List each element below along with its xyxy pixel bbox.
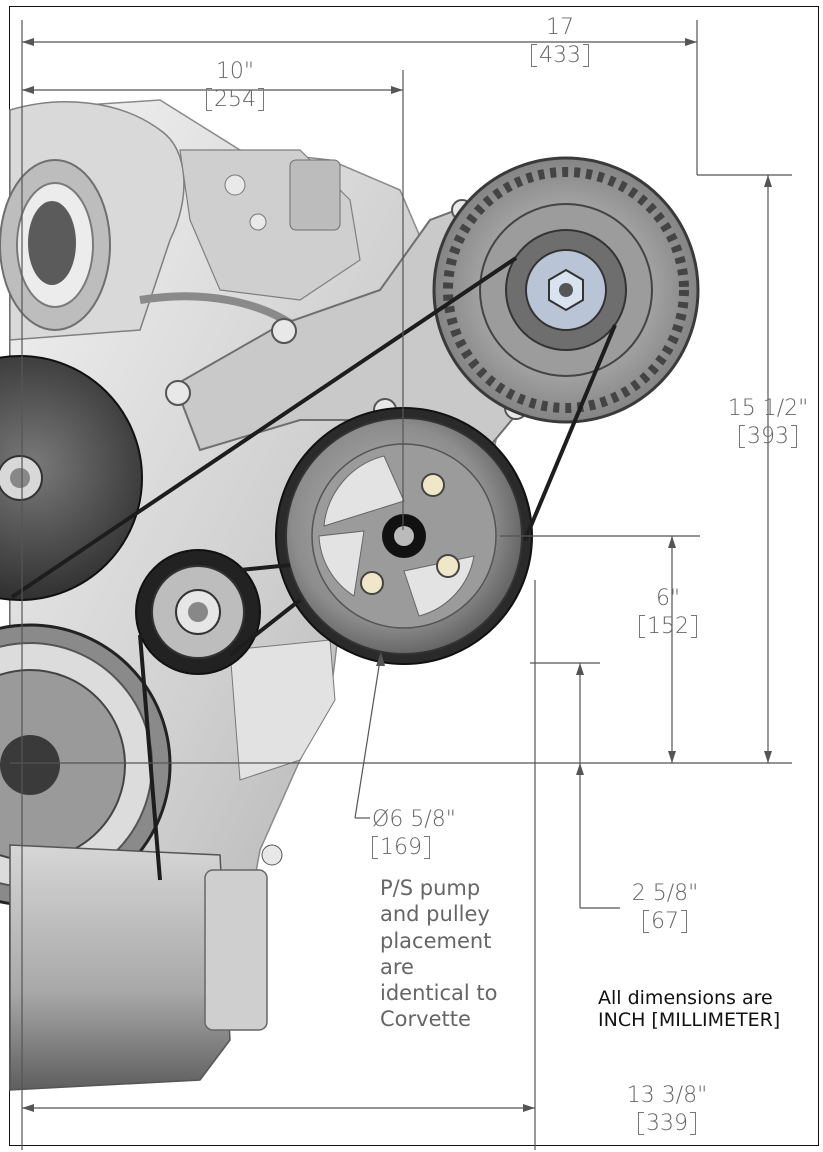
dim-mm: 433 [531,42,589,70]
dim-inch: 6" [655,586,681,611]
dim-inch: Ø6 5/8" [372,807,456,832]
units-note: All dimensions are INCH [MILLIMETER] [598,987,781,1032]
note-line: placement [380,928,492,953]
dim-mm: 169 [372,834,430,862]
dim-mm: 393 [739,423,797,451]
dim-overall-width: 17 433 [520,14,600,69]
note-line: identical to [380,981,498,1005]
dim-mm: 67 [643,908,687,936]
dim-mm: 339 [638,1110,696,1138]
dim-inch: 15 1/2" [727,396,809,421]
idler-pulley [135,549,261,675]
dim-lower-width: 13 3/8" 339 [612,1082,722,1137]
drive-belt [10,256,617,881]
dim-offset: 2 5/8" 67 [615,880,715,935]
note-line: are [380,954,414,979]
dimension-lines [10,20,792,1150]
dim-to-pulley: 10" 254 [195,58,275,113]
dim-pulley-diameter: Ø6 5/8" 169 [372,806,456,861]
dim-inch: 17 [546,15,574,40]
dim-mm: 254 [206,86,264,114]
note-line: P/S pump [380,876,481,900]
dim-mm: 152 [639,613,697,641]
dim-inch: 10" [215,59,255,84]
placement-note: P/S pump and pulley placement are identi… [380,875,497,1033]
dim-inch: 13 3/8" [626,1083,708,1108]
alternator [432,156,700,424]
ps-pump-pulley [275,407,533,665]
dim-height: 15 1/2" 393 [718,395,818,450]
dim-inch: 2 5/8" [631,881,699,906]
units-line: INCH [MILLIMETER] [598,1008,781,1031]
note-line: and pulley [380,902,490,927]
dim-pulley-height: 6" 152 [628,585,708,640]
note-line: Corvette [380,1007,471,1032]
units-line: All dimensions are [598,987,773,1009]
